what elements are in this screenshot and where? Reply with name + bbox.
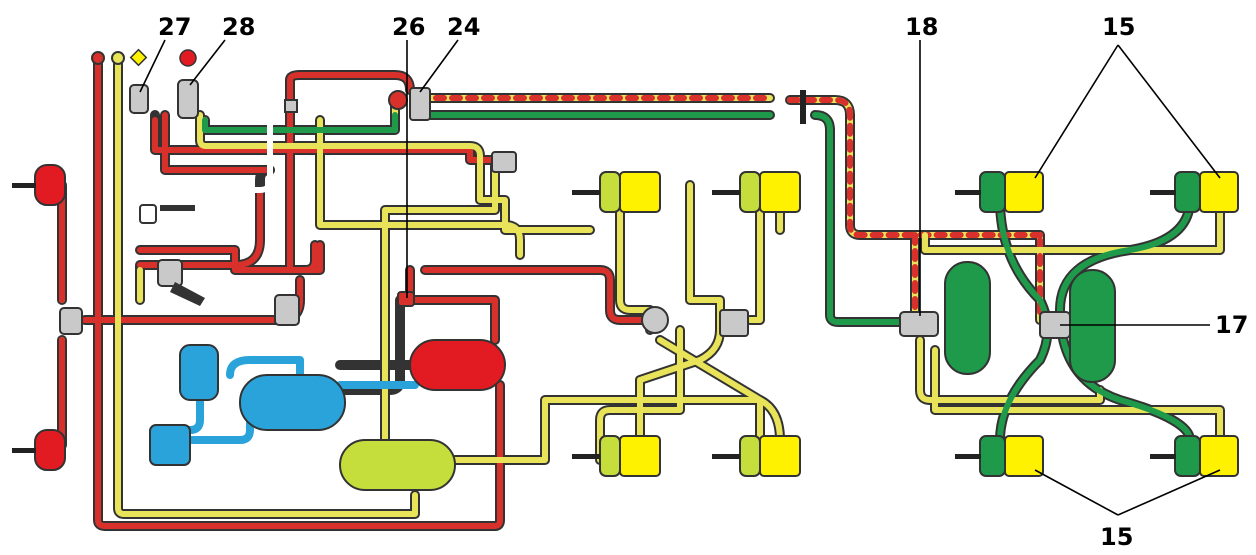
load-sensing-valve xyxy=(274,294,300,326)
tractor-chamber-tl xyxy=(572,171,661,213)
pipe-network xyxy=(57,55,1225,531)
callout-27: 27 xyxy=(158,13,191,41)
hand-brake-lever xyxy=(139,204,157,224)
hand-control-valve-27 xyxy=(129,84,149,114)
red-air-reservoir xyxy=(409,339,506,391)
tractor-chamber-tr xyxy=(712,171,801,213)
coupling-separator xyxy=(800,90,806,124)
tank-group xyxy=(339,261,1116,491)
leader-15-bottom-left xyxy=(1034,469,1119,516)
yellow-air-reservoir xyxy=(339,439,456,491)
air-dryer-tank xyxy=(239,374,346,431)
dual-control-valve-28 xyxy=(177,79,199,119)
gauge-cluster xyxy=(91,48,197,67)
callout-15-top: 15 xyxy=(1102,13,1135,41)
brake-chambers xyxy=(12,164,1239,477)
relay-valve-top xyxy=(284,99,298,113)
trailer-chamber-tl xyxy=(955,171,1044,213)
trailer-reservoir-right xyxy=(1069,269,1116,383)
front-chamber-bottom xyxy=(12,429,66,471)
yellow-pressure-gauge-icon xyxy=(111,51,125,65)
tractor-chamber-br xyxy=(712,435,801,477)
callout-15-bottom: 15 xyxy=(1100,523,1133,551)
trailer-valve-18 xyxy=(899,311,939,337)
trailer-reservoir-left xyxy=(944,261,991,375)
callout-17: 17 xyxy=(1215,311,1248,339)
callout-26: 26 xyxy=(392,13,425,41)
coupling-head-valve-24 xyxy=(409,87,431,121)
leader-lines xyxy=(139,39,1221,516)
callout-18: 18 xyxy=(905,13,938,41)
leader-27 xyxy=(139,39,166,93)
red-warning-lamp-icon xyxy=(179,49,197,67)
pedal-brake-valve xyxy=(157,259,183,287)
compressor-group xyxy=(149,344,346,466)
quick-release-valve xyxy=(491,151,517,173)
relay-valve-front xyxy=(59,307,83,335)
valve-26 xyxy=(397,291,415,307)
trailer-chamber-br xyxy=(1150,435,1239,477)
callout-24: 24 xyxy=(447,13,480,41)
yellow-warning-diamond-icon xyxy=(129,48,148,67)
tractor-chamber-bl xyxy=(572,435,661,477)
red-pressure-gauge-icon xyxy=(91,51,105,65)
callout-labels: 27 28 26 24 18 15 17 15 xyxy=(158,13,1248,551)
trailer-chamber-tr xyxy=(1150,171,1239,213)
valve-26-top xyxy=(388,90,408,110)
compressor xyxy=(179,344,219,401)
trailer-chamber-bl xyxy=(955,435,1044,477)
leader-28 xyxy=(189,39,226,86)
compressor-motor xyxy=(149,424,191,466)
front-chamber-top xyxy=(12,164,66,206)
leader-15-bottom-right xyxy=(1117,469,1221,516)
relay-valve-rear xyxy=(719,309,749,337)
leader-24 xyxy=(419,39,459,93)
callout-28: 28 xyxy=(222,13,255,41)
pedal-lever xyxy=(170,282,205,306)
leader-15-top-right xyxy=(1117,44,1221,179)
leader-15-top-left xyxy=(1034,44,1119,179)
trailer-control-valve xyxy=(641,306,669,334)
brake-handle xyxy=(160,205,195,211)
